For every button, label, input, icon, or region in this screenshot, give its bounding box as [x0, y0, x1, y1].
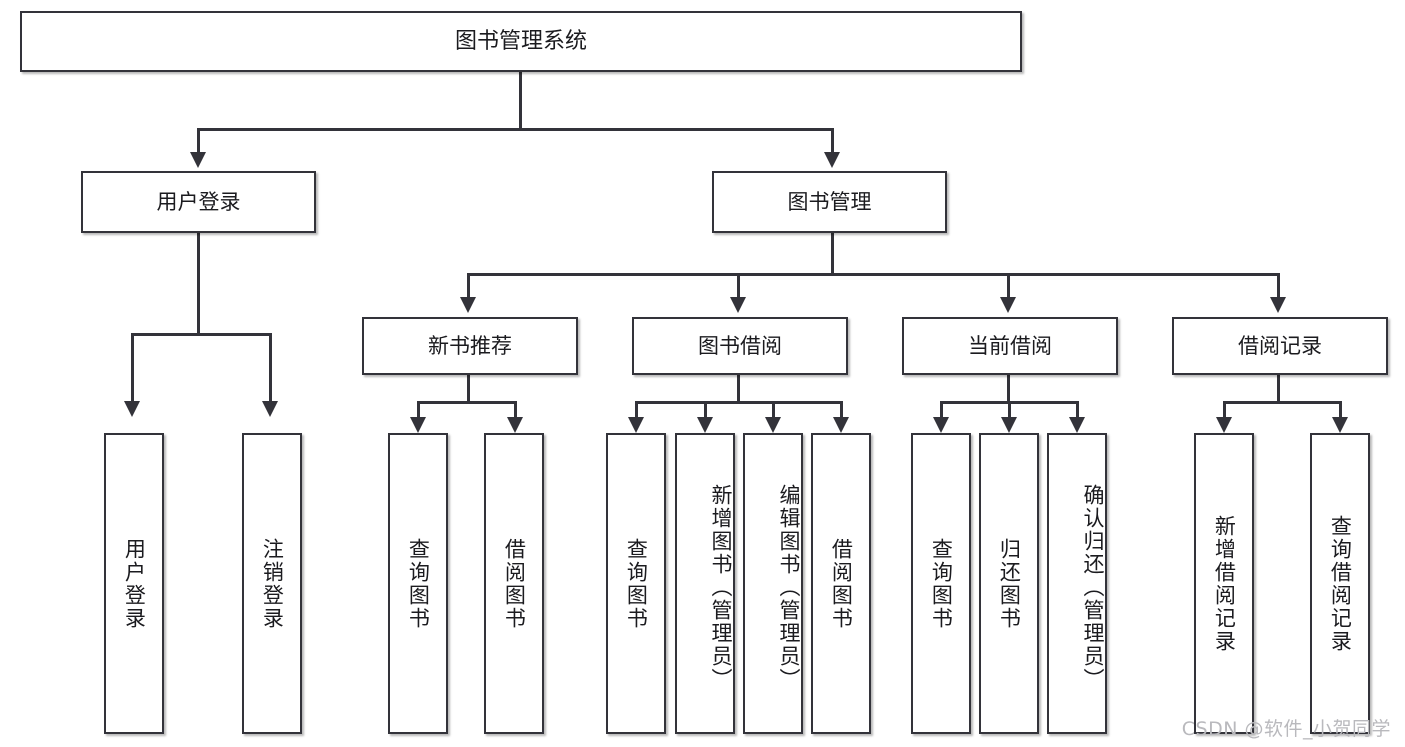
connector-new-book-rec-bus	[417, 401, 517, 404]
node-leaf-edit-book-label: 编辑图书（管理员）	[777, 484, 801, 691]
node-leaf-edit-book[interactable]: 编辑图书（管理员）	[743, 433, 803, 734]
node-current-borrow-label: 当前借阅	[968, 333, 1052, 358]
node-leaf-borrow-book-1-label: 借阅图书	[502, 537, 527, 630]
node-leaf-add-record-label: 新增借阅记录	[1212, 514, 1237, 653]
node-leaf-user-login[interactable]: 用户登录	[104, 433, 164, 734]
connector-borrow-record-bus	[1223, 401, 1342, 404]
arrowhead-leaf-query-book-3	[933, 417, 949, 433]
arrowhead-leaf-edit-book	[765, 417, 781, 433]
connector-book-mgmt-to-borrow-record	[1277, 273, 1280, 297]
connector-current-borrow-to-leaf-1	[940, 401, 943, 417]
node-current-borrow[interactable]: 当前借阅	[902, 317, 1118, 375]
connector-book-borrow-to-leaf-3	[772, 401, 775, 417]
connector-new-book-rec-to-leaf-2	[514, 401, 517, 417]
node-leaf-borrow-book-1[interactable]: 借阅图书	[484, 433, 544, 734]
node-user-login-label: 用户登录	[156, 189, 241, 214]
connector-root-stem	[519, 72, 522, 128]
arrowhead-leaf-borrow-book-1	[507, 417, 523, 433]
arrowhead-leaf-query-book-2	[628, 417, 644, 433]
node-borrow-record-label: 借阅记录	[1238, 333, 1322, 358]
connector-current-borrow-to-leaf-3	[1076, 401, 1079, 417]
arrowhead-leaf-confirm-return	[1069, 417, 1085, 433]
node-leaf-query-record-label: 查询借阅记录	[1328, 514, 1353, 653]
connector-book-borrow-to-leaf-1	[635, 401, 638, 417]
node-leaf-query-book-3-label: 查询图书	[929, 537, 954, 630]
node-book-mgmt-label: 图书管理	[787, 189, 872, 214]
node-book-mgmt[interactable]: 图书管理	[712, 171, 947, 233]
node-root-label: 图书管理系统	[454, 28, 587, 54]
connector-borrow-record-to-leaf-1	[1223, 401, 1226, 417]
arrowhead-book-mgmt	[824, 152, 840, 168]
node-leaf-add-book-label: 新增图书（管理员）	[709, 484, 733, 691]
connector-root-to-user-login	[197, 128, 200, 152]
node-leaf-query-book-2[interactable]: 查询图书	[606, 433, 666, 734]
connector-book-borrow-stem	[737, 375, 740, 401]
node-leaf-query-record[interactable]: 查询借阅记录	[1310, 433, 1370, 734]
connector-book-borrow-to-leaf-4	[840, 401, 843, 417]
node-borrow-record[interactable]: 借阅记录	[1172, 317, 1388, 375]
node-leaf-confirm-return[interactable]: 确认归还（管理员）	[1047, 433, 1107, 734]
node-leaf-user-login-label: 用户登录	[122, 537, 147, 630]
connector-book-mgmt-to-book-borrow	[737, 273, 740, 297]
connector-current-borrow-stem	[1007, 375, 1010, 401]
connector-new-book-rec-stem	[467, 375, 470, 401]
node-user-login[interactable]: 用户登录	[81, 171, 316, 233]
node-leaf-query-book-1-label: 查询图书	[406, 537, 431, 630]
arrowhead-leaf-add-record	[1216, 417, 1232, 433]
connector-user-login-to-leaf-2	[269, 333, 272, 401]
connector-user-login-bus	[131, 333, 271, 336]
node-leaf-borrow-book-2-label: 借阅图书	[829, 537, 854, 630]
node-book-borrow[interactable]: 图书借阅	[632, 317, 848, 375]
connector-user-login-to-leaf-1	[131, 333, 134, 401]
connector-root-bus	[197, 128, 834, 131]
node-leaf-query-book-3[interactable]: 查询图书	[911, 433, 971, 734]
connector-new-book-rec-to-leaf-1	[417, 401, 420, 417]
node-root[interactable]: 图书管理系统	[20, 11, 1022, 72]
arrowhead-leaf-query-record	[1332, 417, 1348, 433]
connector-book-borrow-bus	[635, 401, 843, 404]
node-leaf-query-book-2-label: 查询图书	[624, 537, 649, 630]
connector-book-borrow-to-leaf-2	[704, 401, 707, 417]
node-leaf-return-book-label: 归还图书	[997, 537, 1022, 630]
connector-book-mgmt-to-current-borrow	[1007, 273, 1010, 297]
node-leaf-confirm-return-label: 确认归还（管理员）	[1081, 484, 1105, 691]
arrowhead-book-borrow	[730, 297, 746, 313]
arrowhead-leaf-query-book-1	[410, 417, 426, 433]
arrowhead-leaf-user-login	[124, 401, 140, 417]
arrowhead-leaf-return-book	[1001, 417, 1017, 433]
node-leaf-add-record[interactable]: 新增借阅记录	[1194, 433, 1254, 734]
connector-book-mgmt-stem	[831, 233, 834, 273]
node-leaf-borrow-book-2[interactable]: 借阅图书	[811, 433, 871, 734]
node-leaf-logout-login[interactable]: 注销登录	[242, 433, 302, 734]
connector-borrow-record-stem	[1277, 375, 1280, 401]
connector-book-mgmt-bus	[467, 273, 1279, 276]
node-new-book-rec-label: 新书推荐	[428, 333, 512, 358]
arrowhead-leaf-logout-login	[262, 401, 278, 417]
arrowhead-user-login	[190, 152, 206, 168]
node-leaf-return-book[interactable]: 归还图书	[979, 433, 1039, 734]
node-leaf-logout-login-label: 注销登录	[260, 537, 285, 630]
arrowhead-new-book-rec	[460, 297, 476, 313]
node-leaf-add-book[interactable]: 新增图书（管理员）	[675, 433, 735, 734]
connector-current-borrow-to-leaf-2	[1008, 401, 1011, 417]
node-new-book-rec[interactable]: 新书推荐	[362, 317, 578, 375]
node-leaf-query-book-1[interactable]: 查询图书	[388, 433, 448, 734]
connector-user-login-stem	[197, 233, 200, 333]
node-book-borrow-label: 图书借阅	[698, 333, 782, 358]
arrowhead-current-borrow	[1000, 297, 1016, 313]
arrowhead-borrow-record	[1270, 297, 1286, 313]
arrowhead-leaf-add-book	[697, 417, 713, 433]
connector-book-mgmt-to-new-book-rec	[467, 273, 470, 297]
connector-root-to-book-mgmt	[831, 128, 834, 152]
arrowhead-leaf-borrow-book-2	[833, 417, 849, 433]
connector-borrow-record-to-leaf-2	[1339, 401, 1342, 417]
